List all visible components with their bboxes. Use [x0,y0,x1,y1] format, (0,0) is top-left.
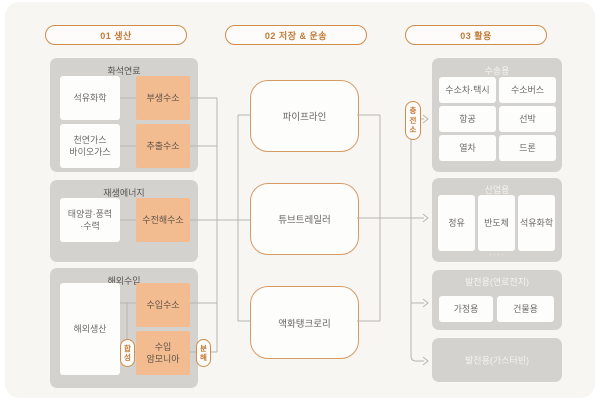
group-industrial-use: 산업용 정유 반도체 석유화학 ···· [432,178,562,262]
box-oil-refining: 정유 [438,195,475,251]
industry-more-dots: ···· [489,249,505,259]
box-byproduct-hydrogen: 부생수소 [136,76,190,120]
group-renewable-energy: 재생에너지 태양광·풍력 ·수력 수전해수소 [50,180,198,262]
box-solar-wind-hydro: 태양광·풍력 ·수력 [60,198,120,242]
pill-synthesis: 합 성 [120,339,135,367]
pill-decomposition: 분 해 [196,339,211,367]
box-petrochemical: 석유화학 [60,76,120,120]
box-pipeline: 파이프라인 [250,80,359,152]
box-building: 건물용 [497,296,554,322]
group-transport-title: 수송용 [484,66,510,76]
box-imported-ammonia: 수입 암모니아 [136,331,190,375]
box-residential: 가정용 [439,296,493,322]
box-hydrogen-bus: 수소버스 [499,77,556,103]
box-imported-hydrogen: 수입수소 [136,283,190,327]
box-semiconductor: 반도체 [478,195,515,251]
stage-pill-storage: 02 저장 & 운송 [225,25,367,45]
box-liquefied-tank-lorry: 액화탱크로리 [250,286,359,359]
box-hydrogen-car-taxi: 수소차·택시 [439,77,496,103]
group-fossil-fuel: 화석연료 석유화학 부생수소 천연가스 바이오가스 추출수소 [50,58,198,172]
box-ship: 선박 [499,106,556,132]
group-industry-title: 산업용 [484,185,510,195]
group-fuelcell-title: 발전용(연료전지) [465,277,529,287]
group-fossil-fuel-title: 화석연료 [107,66,141,76]
box-electrolysis-hydrogen: 수전해수소 [136,198,190,242]
box-natural-gas-biogas: 천연가스 바이오가스 [60,124,120,168]
box-petrochemical-industry: 석유화학 [518,195,555,251]
group-power-gas-turbine: 발전용(가스터빈) [432,338,562,382]
group-power-fuel-cell: 발전용(연료전지) 가정용 건물용 [432,270,562,330]
box-drone: 드론 [499,135,556,161]
group-overseas-import: 해외수입 해외생산 수입수소 수입 암모니아 [50,268,198,388]
stage-pill-utilization: 03 활용 [405,25,547,45]
group-turbine-title: 발전용(가스터빈) [465,355,529,366]
stage-pill-production: 01 생산 [45,25,187,45]
pill-charging-station: 충 전 소 [405,101,421,140]
box-overseas-production: 해외생산 [60,283,120,375]
box-train: 열차 [439,135,496,161]
group-transport-use: 수송용 수소차·택시 수소버스 항공 선박 열차 드론 [432,58,562,172]
box-extracted-hydrogen: 추출수소 [136,124,190,168]
box-aviation: 항공 [439,106,496,132]
box-tube-trailer: 튜브트레일러 [250,183,359,255]
